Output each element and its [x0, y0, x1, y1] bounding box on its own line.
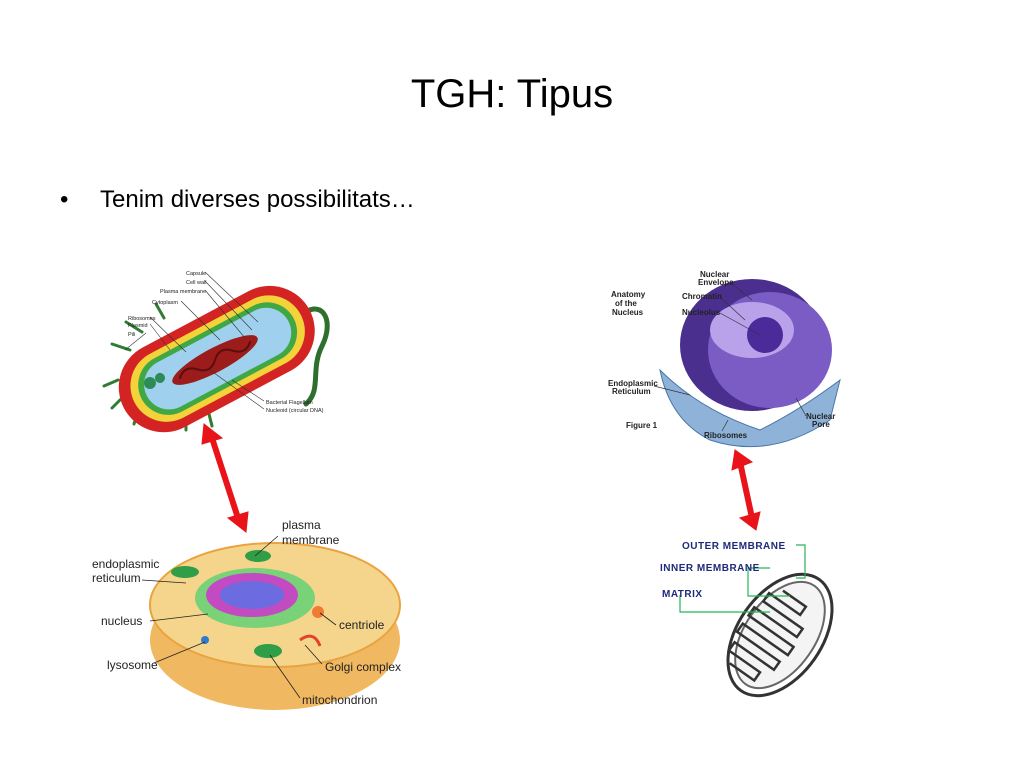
- label-outer-membrane: OUTER MEMBRANE: [682, 541, 786, 552]
- label-inner-membrane: INNER MEMBRANE: [660, 563, 760, 574]
- label-envelope: Envelope: [698, 278, 734, 287]
- label-reticulum-n: Reticulum: [612, 387, 651, 396]
- label-of-the: of the: [615, 299, 637, 308]
- label-plasmid: Plasmid: [128, 323, 148, 329]
- label-cytoplasm: Cytoplasm: [152, 300, 178, 306]
- label-endoplasmic: endoplasmic: [92, 557, 159, 571]
- label-anatomy: Anatomy: [611, 290, 646, 299]
- label-nucleus: nucleus: [101, 614, 142, 628]
- bacterium-diagram: Capsule Cell wall Plasma membrane Cytopl…: [103, 270, 331, 448]
- label-golgi: Golgi complex: [325, 660, 401, 674]
- double-arrow-icon: [202, 424, 248, 532]
- label-ribosomes-bact: Ribosomes: [128, 316, 156, 322]
- label-mitochondrion: mitochondrion: [302, 693, 377, 707]
- label-plasma: plasma: [282, 518, 321, 532]
- label-chromatin: Chromatin: [682, 292, 722, 301]
- label-nucleoid: Nucleoid (circular DNA): [266, 408, 324, 414]
- label-nucleolus: Nucleolus: [682, 308, 721, 317]
- label-ribosomes-n: Ribosomes: [704, 431, 748, 440]
- animal-cell-diagram: plasma membrane endoplasmic reticulum nu…: [92, 518, 401, 710]
- label-centriole: centriole: [339, 618, 385, 632]
- label-flagellum: Bacterial Flagellum: [266, 400, 313, 406]
- label-figure1: Figure 1: [626, 421, 658, 430]
- label-pore: Pore: [812, 420, 830, 429]
- label-reticulum: reticulum: [92, 571, 141, 585]
- label-capsule: Capsule: [186, 271, 206, 277]
- label-cell-wall: Cell wall: [186, 280, 206, 286]
- label-pili: Pili: [128, 332, 135, 338]
- label-lysosome: lysosome: [107, 658, 158, 672]
- mitochondrion-diagram: OUTER MEMBRANE INNER MEMBRANE MATRIX: [660, 541, 853, 715]
- double-arrow-icon: [732, 450, 760, 530]
- label-plasma-membrane-bact: Plasma membrane: [160, 289, 206, 295]
- label-matrix: MATRIX: [662, 589, 703, 600]
- nucleus-diagram: Anatomy of the Nucleus Nuclear Envelope …: [608, 270, 840, 447]
- label-nucleus-title: Nucleus: [612, 308, 644, 317]
- label-plasma-membrane: membrane: [282, 533, 340, 547]
